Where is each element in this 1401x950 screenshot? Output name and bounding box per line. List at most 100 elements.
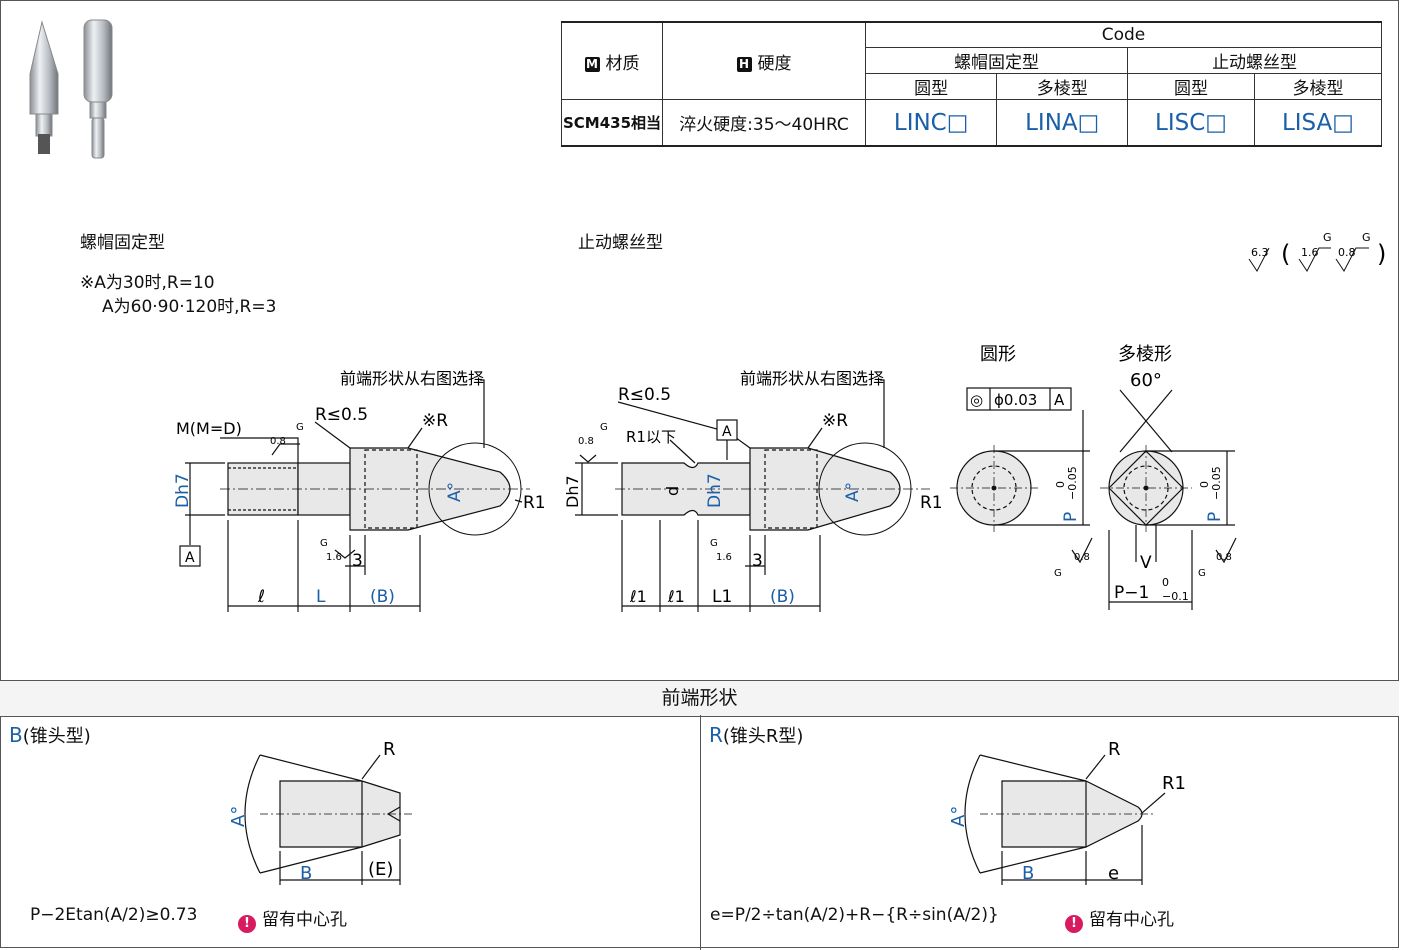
front-note: 前端形状从右图选择 [740, 369, 884, 388]
pin-round-image [83, 19, 113, 159]
r-center-hole-text: 留有中心孔 [1089, 910, 1174, 930]
head-taper [349, 447, 511, 531]
dim-L1: L1 [712, 587, 732, 607]
material-header: 材质 [605, 53, 640, 74]
roughness-bottom: 1.6 [716, 552, 732, 563]
r-label: R≤0.5 [618, 385, 671, 405]
front-shape-divider [700, 715, 701, 950]
roughness-g1: G [1323, 231, 1332, 244]
dh7-left: Dh7 [563, 475, 582, 508]
r-B-label: B [1022, 863, 1034, 884]
screw-type-drawing: R≤0.5 R1以下 A ※R 前端形状从右图选择 R1 Dh7 d Dh7 A… [563, 369, 943, 612]
datum-a-box: A [722, 424, 732, 440]
poly-section-title: 多棱形 [1118, 344, 1172, 365]
code-lina[interactable]: LINA□ [996, 99, 1129, 147]
roughness-63: 6.3 [1251, 246, 1269, 259]
material-header-cell: M 材质 [561, 21, 663, 101]
screw-type-title: 止动螺丝型 [578, 233, 663, 253]
p1-tol-lower: −0.1 [1162, 590, 1189, 603]
b-E-label: (E) [368, 859, 393, 880]
r-title-text: (锥头R型) [722, 726, 804, 747]
r-shape-title: R(锥头R型) [709, 722, 803, 748]
b-code: B [9, 723, 23, 747]
d-h7-blue: Dh7 [705, 473, 725, 508]
nut-type-drawing: M(M=D) R≤0.5 ※R 前端形状从右图选择 R1 Dh7 A° A ℓ … [173, 369, 546, 612]
material-value: SCM435相当 [561, 99, 663, 147]
warning-icon: ! [1065, 915, 1083, 933]
r1-below-label: R1以下 [626, 428, 676, 446]
b-r-label: R [383, 739, 396, 760]
b-shape-drawing: R A° B (E) [228, 739, 415, 885]
m-label: M(M=D) [176, 419, 242, 438]
r-shape-drawing: R R1 A° B e [948, 739, 1186, 885]
r-formula: e=P/2÷tan(A/2)+R−{R÷sin(A/2)} [710, 905, 999, 925]
dim-B: (B) [770, 587, 795, 607]
roughness-top: 0.8 [578, 436, 594, 447]
group-screw-header: 止动螺丝型 [1127, 46, 1382, 74]
d-h7-label: Dh7 [173, 473, 193, 508]
b-center-hole-note: !留有中心孔 [238, 905, 347, 933]
b-formula: P−2Etan(A/2)≥0.73 [30, 905, 198, 925]
p1-tol-upper: 0 [1162, 576, 1169, 589]
g-round: G [1054, 568, 1062, 579]
roughness-08: 0.8 [1338, 246, 1356, 259]
dim-L: L [316, 587, 326, 607]
a-angle-label: A° [843, 482, 863, 502]
hardness-header-cell: H 硬度 [662, 21, 866, 101]
dim-l1a: ℓ1 [629, 587, 647, 606]
b-center-hole-text: 留有中心孔 [262, 910, 347, 930]
dim-3: 3 [752, 551, 763, 571]
paren-close: ) [1377, 240, 1386, 268]
concentricity-symbol: ◎ [970, 391, 983, 409]
r1-label: R1 [523, 493, 546, 513]
front-shape-bar: 前端形状 [0, 680, 1399, 717]
code-lisa[interactable]: LISA□ [1253, 99, 1383, 147]
r-label: R≤0.5 [315, 405, 368, 425]
g-bottom: G [320, 538, 328, 549]
roughness-top: 0.8 [270, 436, 286, 447]
roughness-g2: G [1362, 231, 1371, 244]
front-note: 前端形状从右图选择 [340, 369, 484, 388]
d-small: d [663, 486, 682, 496]
note-a30: ※A为30时,R=10 [80, 273, 215, 293]
a-angle-label: A° [445, 482, 465, 502]
roughness-round: 0.8 [1074, 552, 1090, 563]
p-label-round: P [1061, 512, 1081, 522]
b-a-label: A° [228, 806, 249, 827]
r-a-label: A° [948, 806, 969, 827]
roughness-legend: 6.3 ( 1.6 G 0.8 G ) [1248, 231, 1386, 272]
pin-taper-image [29, 20, 59, 154]
r-code: R [709, 723, 723, 747]
p-tol-upper-round: 0 [1054, 481, 1067, 488]
nut-poly-header: 多棱型 [996, 72, 1129, 101]
r-r1-label: R1 [1162, 773, 1186, 794]
code-linc[interactable]: LINC□ [864, 99, 998, 147]
tolerance-value: ϕ0.03 [994, 391, 1037, 409]
r-center-hole-note: ! 留有中心孔 [1065, 905, 1174, 933]
code-lisc[interactable]: LISC□ [1127, 99, 1255, 147]
hardness-header: 硬度 [757, 53, 792, 74]
hardness-mark-icon: H [736, 56, 752, 72]
star-r-label: ※R [822, 411, 848, 431]
b-B-label: B [300, 863, 312, 884]
g-poly: G [1198, 568, 1206, 579]
nut-type-title: 螺帽固定型 [80, 233, 165, 253]
round-section-title: 圆形 [980, 344, 1016, 365]
material-mark-icon: M [584, 56, 600, 72]
hardness-value: 淬火硬度:35～40HRC [662, 99, 866, 147]
p-tol-lower-round: −0.05 [1066, 466, 1079, 500]
dim-l1b: ℓ1 [667, 587, 685, 606]
screw-poly-header: 多棱型 [1253, 72, 1383, 101]
datum-a: A [185, 550, 195, 566]
r1-label: R1 [920, 493, 943, 513]
dim-l: ℓ [257, 587, 265, 607]
r-r-label: R [1108, 739, 1121, 760]
note-a60: A为60·90·120时,R=3 [102, 297, 277, 317]
p-tol-upper-poly: 0 [1198, 481, 1211, 488]
angle-60: 60° [1130, 370, 1162, 391]
code-header: Code [865, 21, 1382, 48]
dim-B: (B) [370, 587, 395, 607]
g-top: G [296, 422, 304, 433]
